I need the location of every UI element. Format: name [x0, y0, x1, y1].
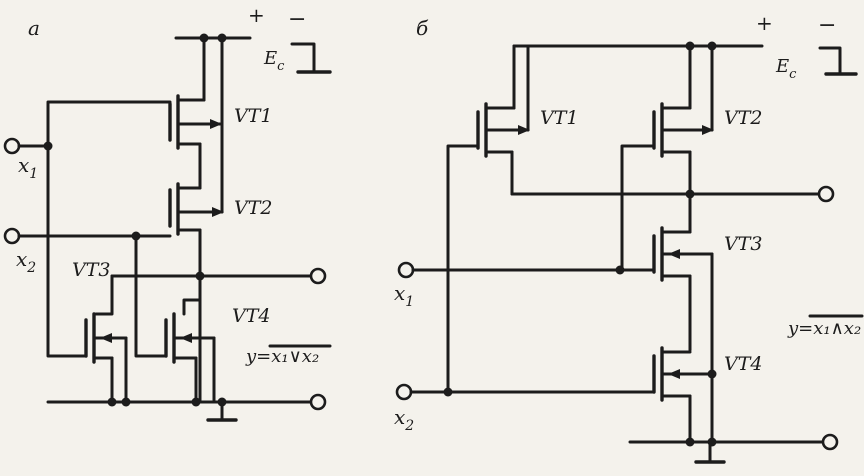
panel-a-vt2 [168, 182, 224, 236]
panel-a-vt1 [168, 94, 222, 150]
panel-a-input-x1-terminal [3, 137, 21, 155]
panel-a-ground-terminal [309, 393, 327, 411]
panel-a-vt4-label: VT4 [232, 305, 270, 327]
panel-b-input-x1-label: x1 [394, 281, 414, 310]
panel-b-supply-plus: + [756, 11, 773, 35]
panel-b-vt3-label: VT3 [724, 233, 762, 255]
panel-a-input-x2-label: x2 [16, 247, 36, 276]
panel-a-vt4 [164, 312, 216, 364]
panel-a-supply-label: Ec [263, 48, 285, 74]
panel-b-vt2-label: VT2 [724, 107, 762, 129]
panel-a-supply-minus: − [288, 7, 306, 32]
panel-b-input-x1-terminal [397, 261, 415, 279]
panel-a: а + Ec − [3, 3, 332, 422]
panel-b-tag: б [416, 16, 429, 40]
panel-a-vt2-label: VT2 [234, 197, 272, 219]
panel-a-vt1-label: VT1 [234, 105, 272, 127]
panel-b-supply-minus: − [818, 13, 836, 38]
panel-a-vt3 [84, 312, 128, 364]
panel-a-input-x1-label: x1 [18, 153, 38, 182]
panel-a-input-x2-terminal [3, 227, 21, 245]
panel-b-supply-label: Ec [775, 56, 797, 82]
panel-a-ground-wire [290, 42, 316, 74]
panel-a-supply-plus: + [248, 3, 265, 27]
panel-a-tag: а [28, 16, 40, 40]
panel-b-vt2 [652, 102, 714, 158]
panel-b-input-x2-label: x2 [394, 405, 414, 434]
panel-b-vt4-label: VT4 [724, 353, 762, 375]
panel-b: б + Ec − [394, 11, 864, 464]
panel-a-vt3-label: VT3 [72, 259, 110, 281]
panel-b-vt4 [652, 346, 714, 402]
panel-b-input-x2-terminal [395, 383, 413, 401]
panel-b-vt1-label: VT1 [540, 107, 578, 129]
panel-b-output-terminal [817, 185, 835, 203]
panel-b-ground-terminal [821, 433, 839, 451]
panel-b-output-formula: y=x₁∧x₂ [787, 318, 861, 339]
panel-b-vt3 [652, 226, 714, 282]
panel-b-ground-wire [818, 46, 842, 76]
panel-a-output-terminal [309, 267, 327, 285]
panel-a-output-formula: y=x₁∨x₂ [245, 346, 319, 367]
panel-b-vt1 [476, 102, 530, 158]
